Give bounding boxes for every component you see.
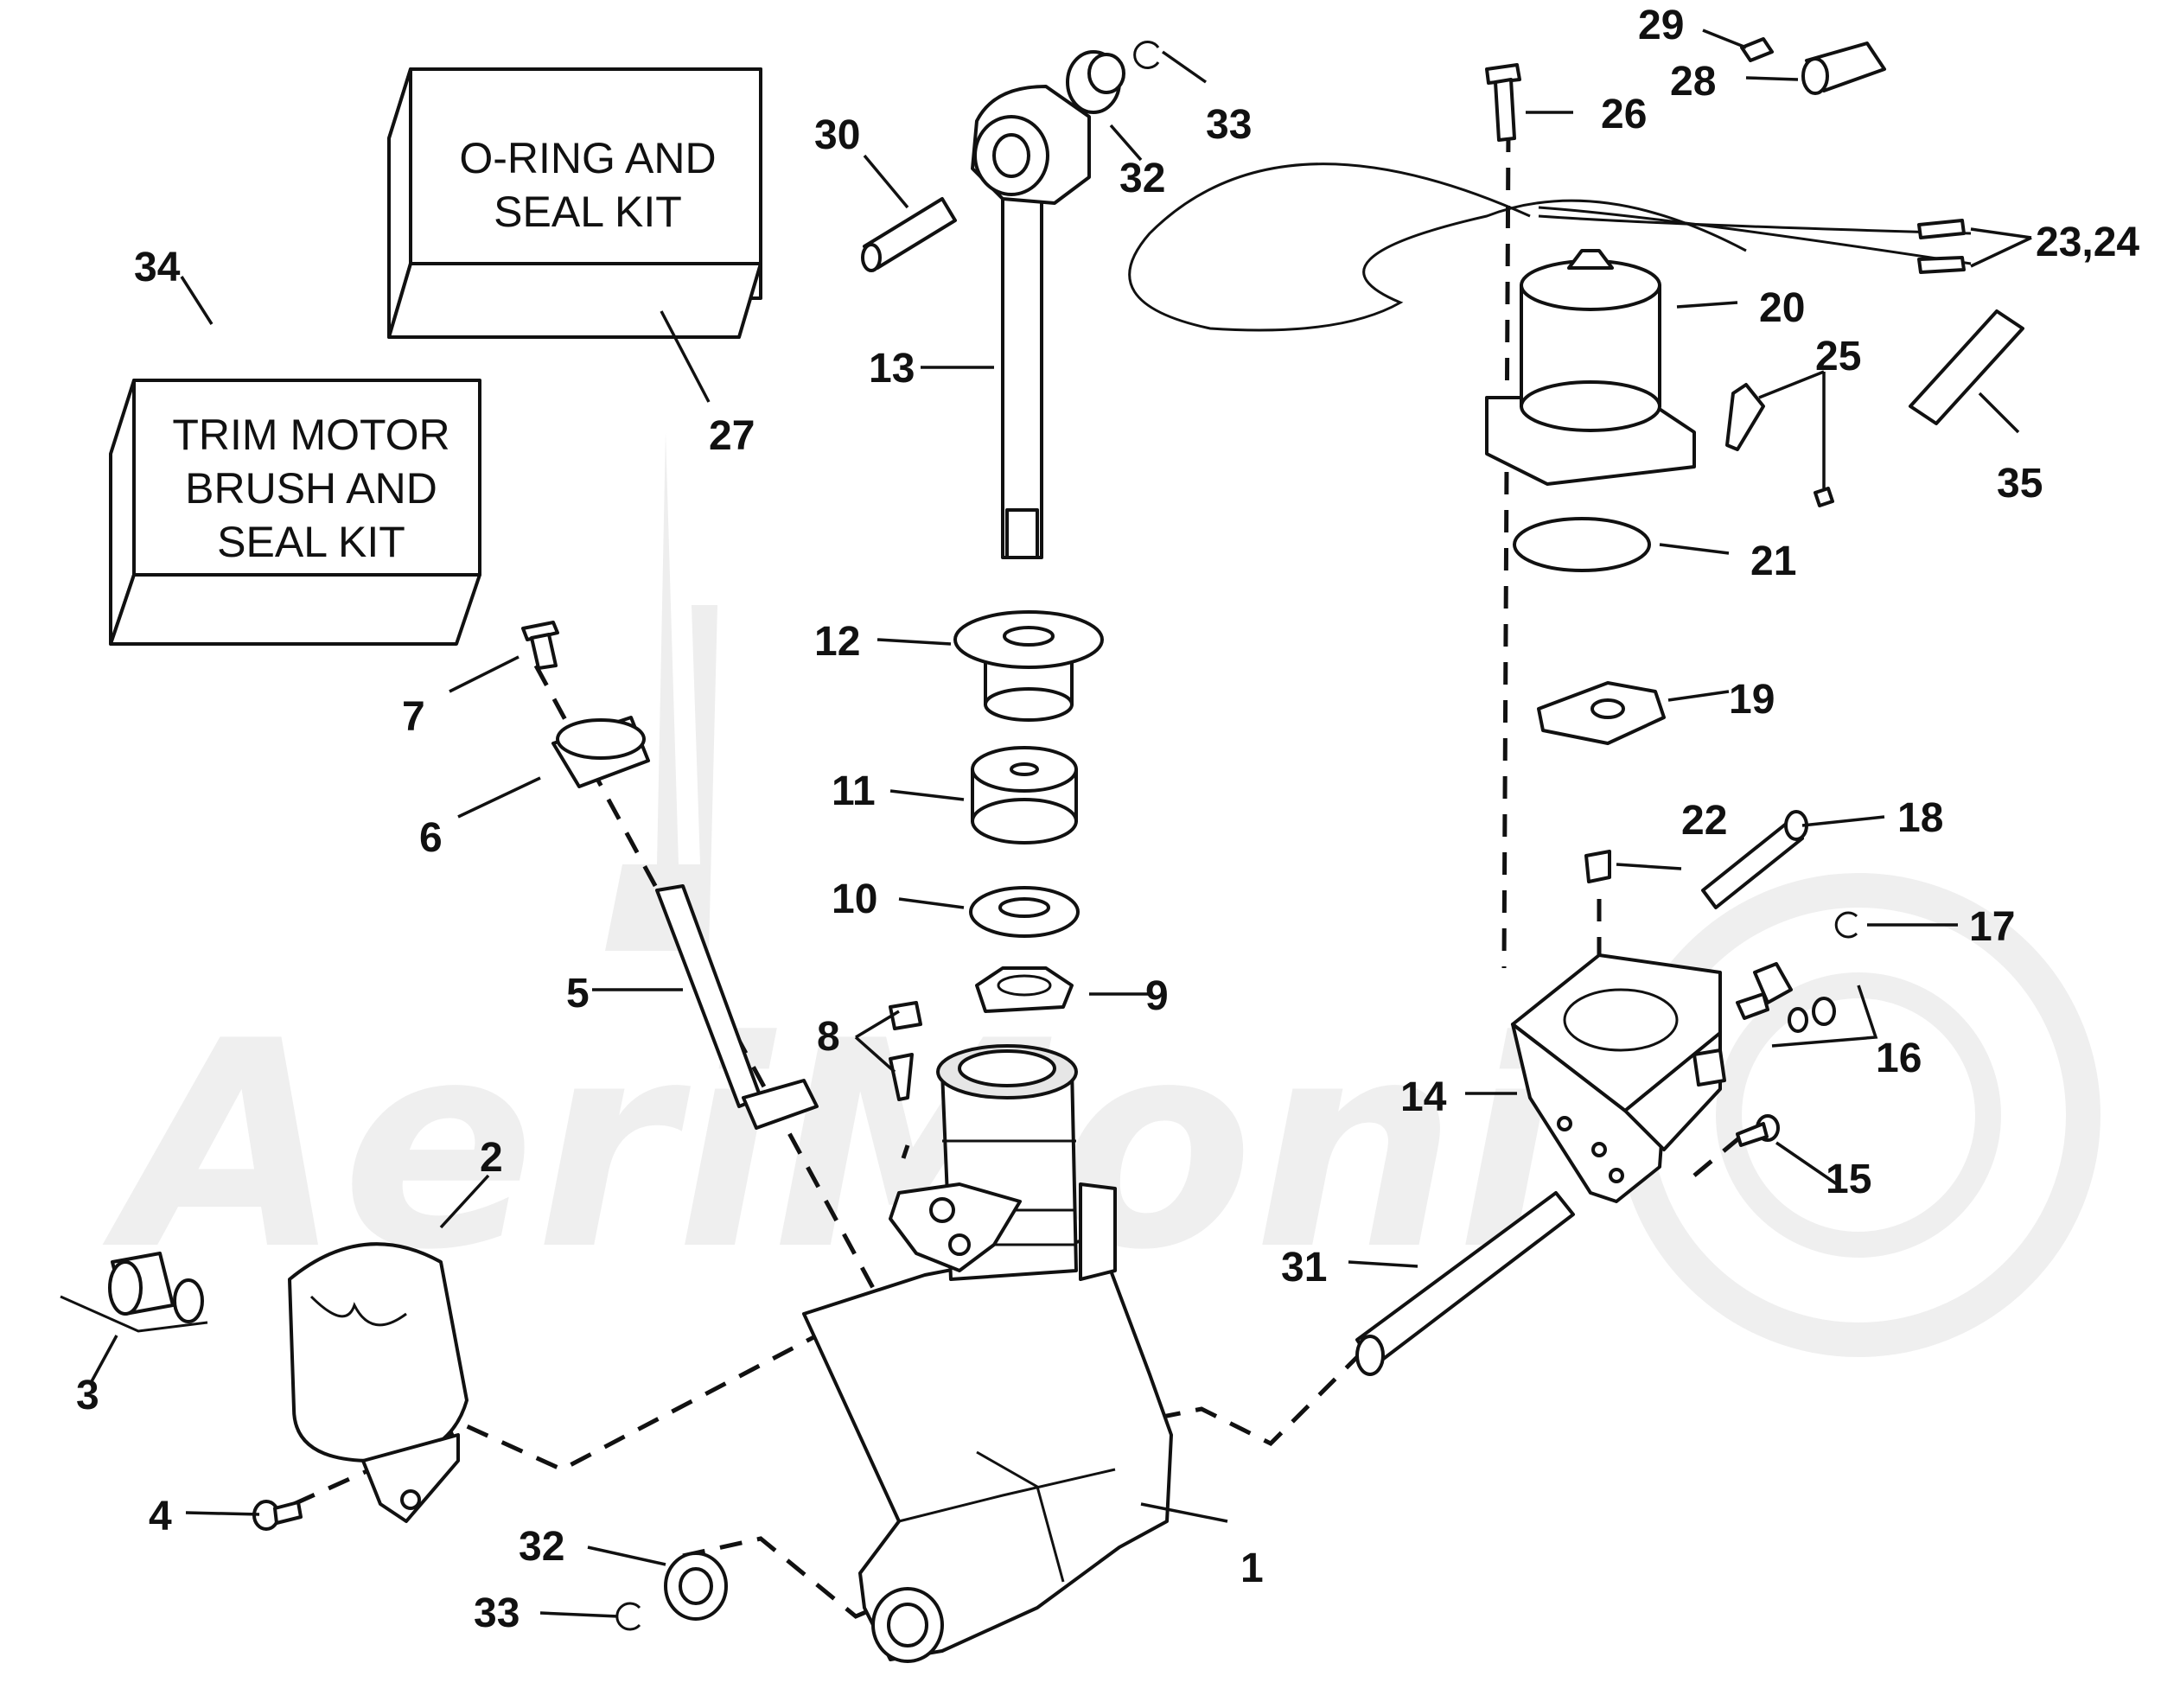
label-33-bottom: 33 (474, 1590, 520, 1636)
part-3-bushing (60, 1252, 208, 1333)
label-16: 16 (1876, 1036, 1922, 1081)
label-23-24: 23,24 (2036, 220, 2139, 265)
part-8-valve (889, 1001, 922, 1101)
part-33-clip-top (1133, 41, 1160, 69)
label-5: 5 (566, 971, 590, 1017)
part-5-tube (655, 884, 819, 1130)
label-15: 15 (1826, 1157, 1871, 1202)
part-25-clamp (1725, 383, 1834, 507)
label-28: 28 (1670, 59, 1716, 105)
label-3: 3 (76, 1373, 99, 1418)
part-10-seal (969, 886, 1080, 938)
label-34: 34 (134, 245, 181, 290)
brush-kit-line1: TRIM MOTOR (172, 411, 449, 459)
label-9: 9 (1145, 973, 1169, 1019)
label-20: 20 (1759, 285, 1805, 331)
part-4-screw (252, 1500, 303, 1531)
part-12-end-cap (953, 610, 1104, 722)
label-13: 13 (869, 346, 915, 392)
part-13-piston-rod (971, 85, 1091, 559)
label-33-top: 33 (1206, 102, 1252, 148)
part-1-trim-housing (802, 1044, 1173, 1663)
part-6-plug (551, 716, 650, 788)
part-26-screw (1485, 63, 1521, 142)
leader-lines (89, 29, 2032, 1618)
label-26: 26 (1601, 92, 1647, 137)
part-7-screw (521, 621, 559, 670)
part-18-screw (1701, 810, 1808, 909)
seal-kit-line1: O-RING AND (459, 134, 716, 182)
part-9-nut (975, 966, 1074, 1013)
part-23-24-wire-leads (1917, 219, 1966, 274)
label-6: 6 (419, 815, 443, 861)
part-28-connector (1801, 41, 1886, 95)
part-16-check-valve (1736, 962, 1836, 1033)
label-8: 8 (817, 1014, 840, 1060)
label-7: 7 (402, 694, 425, 740)
label-29: 29 (1638, 3, 1684, 48)
label-4: 4 (149, 1494, 172, 1539)
label-19: 19 (1729, 677, 1775, 723)
brush-kit-line2: BRUSH AND (185, 464, 437, 513)
label-30: 30 (814, 112, 860, 158)
part-15-screw (1736, 1114, 1780, 1147)
label-1: 1 (1240, 1545, 1264, 1591)
label-32-top: 32 (1119, 156, 1165, 201)
part-11-piston (971, 746, 1078, 844)
label-11: 11 (832, 768, 876, 814)
part-20-trim-motor (1128, 163, 1972, 486)
part-35-sleeve (1909, 309, 2024, 425)
label-35: 35 (1997, 461, 2043, 507)
part-17-clip (1834, 911, 1858, 939)
part-labels: 1 2 3 4 5 6 7 8 9 10 11 12 13 14 15 16 1… (76, 3, 2139, 1636)
label-14: 14 (1400, 1074, 1447, 1120)
label-10: 10 (832, 876, 877, 922)
part-2-reservoir (288, 1242, 469, 1523)
part-32-bushing-bottom (664, 1552, 728, 1621)
part-30-pin (861, 197, 957, 272)
part-31-pin (1355, 1191, 1575, 1376)
label-21: 21 (1750, 539, 1796, 584)
label-27: 27 (709, 413, 755, 459)
part-14-valve-body (1511, 953, 1726, 1203)
label-25: 25 (1815, 334, 1861, 379)
label-17: 17 (1969, 904, 2015, 950)
label-31: 31 (1281, 1245, 1327, 1291)
seal-kit-box: O-RING AND SEAL KIT (387, 67, 762, 339)
part-32-bushing-top (1066, 50, 1125, 114)
label-18: 18 (1897, 795, 1943, 841)
label-32-bottom: 32 (519, 1524, 564, 1570)
part-29-terminal (1740, 37, 1774, 62)
seal-kit-line2: SEAL KIT (494, 188, 682, 236)
part-33-clip-bottom (615, 1602, 641, 1631)
label-2: 2 (480, 1135, 503, 1181)
part-21-o-ring (1513, 517, 1651, 572)
part-19-filter (1537, 681, 1666, 745)
brush-kit-box: TRIM MOTOR BRUSH AND SEAL KIT (109, 379, 481, 646)
brush-kit-line3: SEAL KIT (217, 518, 405, 566)
part-22-plug (1584, 850, 1611, 883)
label-12: 12 (814, 619, 860, 665)
label-22: 22 (1681, 798, 1727, 844)
